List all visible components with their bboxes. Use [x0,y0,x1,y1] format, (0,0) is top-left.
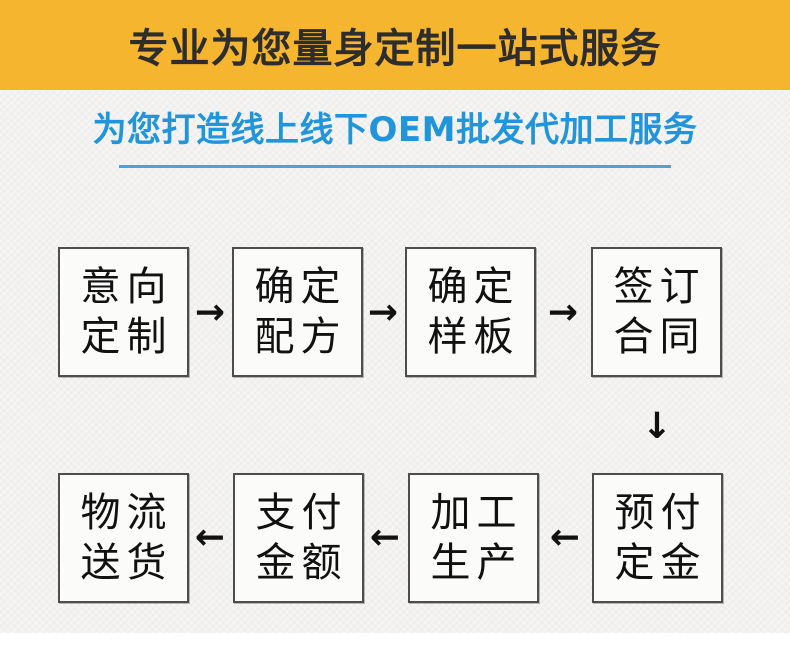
arrow-right-icon: → [194,292,226,333]
step-advance-deposit: 预付 定金 [592,473,723,603]
step-text: 配方 [254,314,347,360]
arrow-left-icon: ← [194,517,226,558]
arrow-left-icon: ← [549,517,581,558]
subheader-title: 为您打造线上线下OEM批发代加工服务 [92,110,698,150]
step-payment-amount: 支付 金额 [233,473,364,603]
bottom-strip [0,633,790,648]
step-confirm-formula: 确定 配方 [232,247,363,377]
step-logistics-delivery: 物流 送货 [58,473,189,603]
subheader: 为您打造线上线下OEM批发代加工服务 [0,90,790,168]
banner: 专业为您量身定制一站式服务 [0,0,790,90]
banner-title: 专业为您量身定制一站式服务 [128,26,662,72]
step-text: 物流 [80,490,173,536]
step-text: 生产 [430,540,523,586]
step-text: 定制 [80,314,173,360]
step-text: 确定 [254,264,347,310]
step-text: 样板 [427,314,520,360]
step-text: 合同 [613,314,706,360]
arrow-right-icon: → [367,292,399,333]
step-sign-contract: 签订 合同 [591,247,722,377]
arrow-right-icon: → [547,292,579,333]
step-text: 确定 [427,264,520,310]
step-text: 支付 [255,490,348,536]
step-text: 签订 [613,264,706,310]
step-confirm-sample: 确定 样板 [405,247,536,377]
step-text: 预付 [614,490,707,536]
step-text: 金额 [255,540,348,586]
subheader-underline [119,164,671,168]
step-text: 定金 [614,540,707,586]
step-text: 意向 [80,264,173,310]
arrow-left-icon: ← [369,517,401,558]
step-text: 加工 [430,490,523,536]
step-text: 送货 [80,540,173,586]
step-processing-production: 加工 生产 [408,473,539,603]
arrow-down-icon: ↓ [641,406,673,447]
step-intent-customization: 意向 定制 [58,247,189,377]
